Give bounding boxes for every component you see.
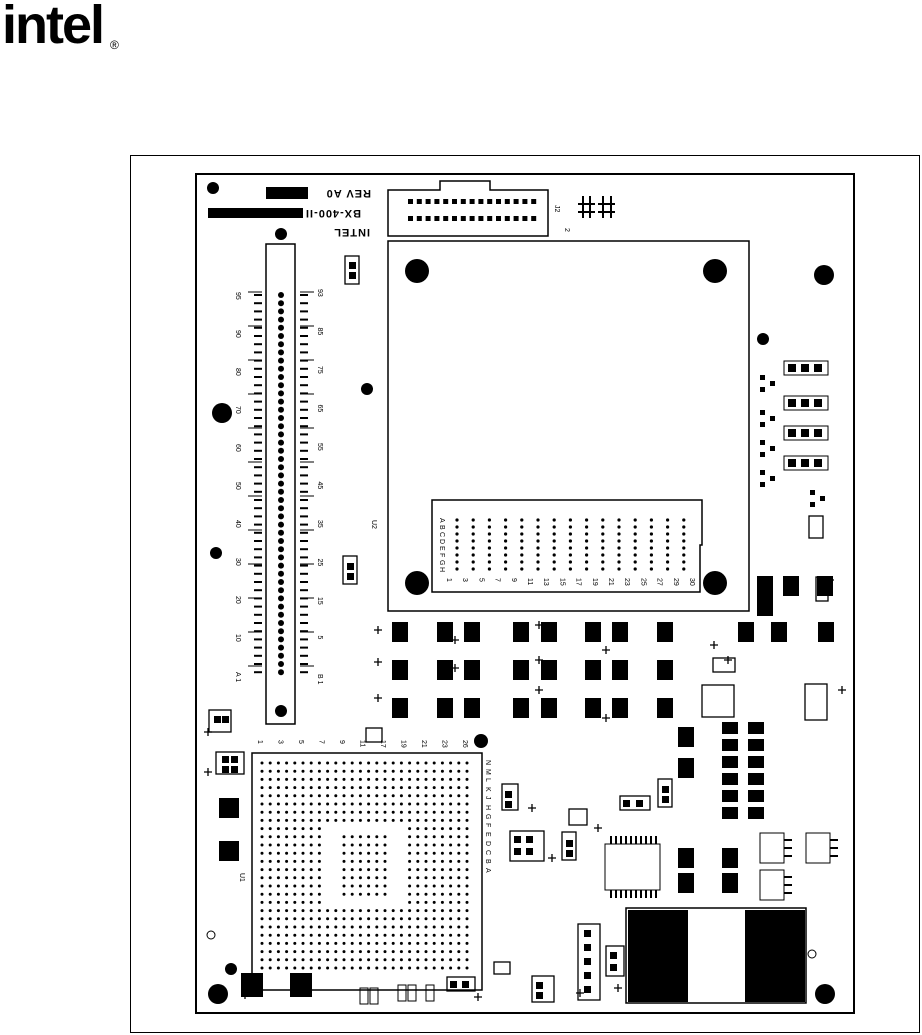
u1-row-letter: H xyxy=(484,805,491,810)
col-number: 23 xyxy=(623,578,630,586)
row-letter: A xyxy=(438,518,445,523)
ruler-right-label: 25 xyxy=(316,559,323,567)
transistor-array xyxy=(759,832,838,901)
ruler-left-label: 10 xyxy=(234,634,241,642)
ruler-left-label: 60 xyxy=(234,444,241,452)
edge-connector: 95 90 80 70 60 50 40 30 20 10 A 1 93 85 75 65 55 45 35 25 1… xyxy=(234,243,323,725)
col-number: 11 xyxy=(526,578,533,585)
ruler-right-label: 55 xyxy=(316,443,323,451)
board-outline xyxy=(195,173,855,1014)
col-number: 3 xyxy=(461,578,468,582)
u1-row-letter: J xyxy=(484,796,491,800)
ruler-left-label: 40 xyxy=(234,520,241,528)
row-letter: H xyxy=(438,567,445,572)
row-letter: F xyxy=(438,553,445,557)
u3-u4-parts xyxy=(578,196,615,218)
registered-mark: ® xyxy=(110,38,119,52)
ruler-right-label: 15 xyxy=(316,597,323,605)
u1-col-number: 9 xyxy=(338,740,345,744)
jumper-blocks xyxy=(783,360,829,471)
silkscreen-text: REV A0 BX-400-II INTEL xyxy=(208,187,371,238)
u1-row-letter: F xyxy=(484,823,491,827)
col-number: 1 xyxy=(445,578,452,582)
ruler-left-label: 80 xyxy=(234,368,241,376)
row-letter: B xyxy=(438,525,445,530)
part-number-label: BX-400-II xyxy=(305,207,361,219)
intel-board-label: INTEL xyxy=(333,226,370,238)
col-number: 15 xyxy=(558,578,565,586)
col-number: 9 xyxy=(510,578,517,582)
row-letter: E xyxy=(438,546,445,551)
u1-col-number: 11 xyxy=(359,740,366,747)
ruler-right-label: 85 xyxy=(316,328,323,336)
ruler-left-label: 30 xyxy=(234,558,241,566)
u1-col-number: 7 xyxy=(318,740,325,744)
ruler-left-label: 90 xyxy=(234,330,241,338)
col-number: 21 xyxy=(607,578,614,586)
u1-row-letter: B xyxy=(484,859,491,864)
u1-col-number: 23 xyxy=(441,740,448,748)
ruler-left-label: 70 xyxy=(234,406,241,414)
ruler-right-label: 45 xyxy=(316,482,323,490)
u1-col-number: 26 xyxy=(461,740,468,748)
u2-label: U2 xyxy=(370,520,377,529)
col-number: 29 xyxy=(672,578,679,586)
u1-col-number: 1 xyxy=(256,740,263,744)
capacitor-array xyxy=(219,576,834,997)
u1-col-number: 19 xyxy=(400,740,407,748)
ruler-right-label: 35 xyxy=(316,520,323,528)
j2-label: J2 xyxy=(553,205,560,213)
ruler-right-label: 75 xyxy=(316,366,323,374)
u1-col-number: 3 xyxy=(277,740,284,744)
ruler-right-label: 65 xyxy=(316,405,323,413)
col-number: 7 xyxy=(494,578,501,582)
u1-row-letter: K xyxy=(484,787,491,792)
row-letter: D xyxy=(438,539,445,544)
col-number: 25 xyxy=(639,578,646,586)
logo-wordmark: intel xyxy=(2,0,105,55)
u1-col-number: 21 xyxy=(420,740,427,748)
row-letter: G xyxy=(438,560,445,565)
ruler-right-label: 93 xyxy=(316,289,323,297)
ruler-left-label: 95 xyxy=(234,292,241,300)
u1-row-letter: G xyxy=(484,814,491,819)
transformer-l2 xyxy=(625,907,807,1004)
ruler-left-label: A 1 xyxy=(234,672,241,682)
row-letter: C xyxy=(438,532,445,537)
u1-row-letter: L xyxy=(484,778,491,782)
col-number: 30 xyxy=(688,578,695,586)
ruler-left-label: 50 xyxy=(234,482,241,490)
j2-connector: J2 2 xyxy=(387,180,570,237)
ruler-right-label: 5 xyxy=(316,636,323,640)
u1-label: U1 xyxy=(238,873,245,882)
u8-chip xyxy=(604,836,661,898)
col-number: 19 xyxy=(591,578,598,586)
u1-col-number: 17 xyxy=(379,740,386,748)
col-number: 5 xyxy=(477,578,484,582)
u1-row-letter: D xyxy=(484,841,491,846)
u1-row-letter: A xyxy=(484,868,491,873)
ruler-left-label: 20 xyxy=(234,596,241,604)
small-components xyxy=(204,255,846,1005)
u1-col-number: 5 xyxy=(297,740,304,744)
col-number: 13 xyxy=(542,578,549,586)
ruler-right-label: B 1 xyxy=(316,674,323,685)
figure-frame xyxy=(130,155,920,1033)
u1-row-letter: E xyxy=(484,832,491,837)
u1-row-letter: M xyxy=(484,769,491,775)
svg-text:2: 2 xyxy=(563,228,570,232)
col-number: 27 xyxy=(656,578,663,586)
mounting-holes xyxy=(206,182,835,1004)
col-number: 17 xyxy=(575,578,582,586)
u1-row-letter: C xyxy=(484,850,491,855)
u1-row-letter: N xyxy=(484,760,491,765)
rev-label: REV A0 xyxy=(326,187,371,199)
